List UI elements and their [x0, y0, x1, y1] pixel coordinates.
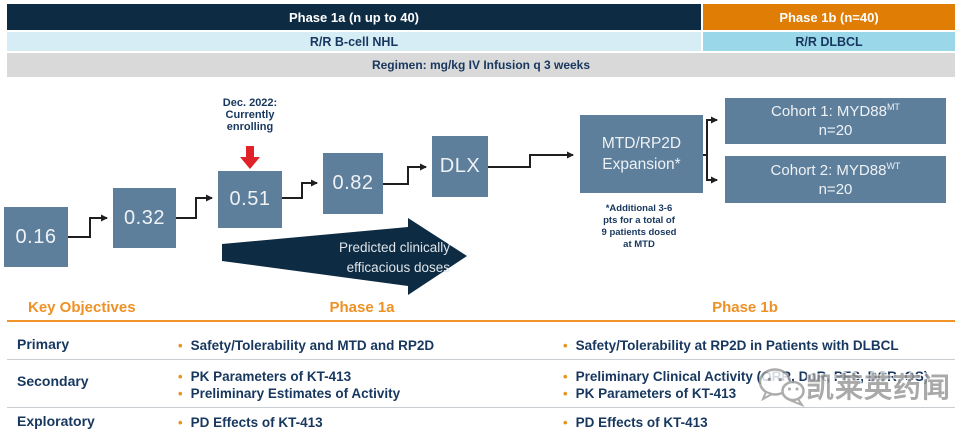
phase1b-header-bar: Phase 1b (n=40) [703, 4, 955, 30]
list-item: • PD Effects of KT-413 [178, 414, 548, 431]
list-item: • PK Parameters of KT-413 [178, 368, 548, 385]
row-label-exploratory: Exploratory [17, 413, 95, 429]
connector-082-dlx [383, 163, 427, 185]
enrollment-note: Dec. 2022: Currently enrolling [205, 97, 295, 133]
row-divider [7, 359, 955, 360]
secondary-phase1a-list: • PK Parameters of KT-413 • Preliminary … [178, 368, 548, 402]
connector-051-082 [282, 179, 318, 199]
dose-box-0.32: 0.32 [113, 188, 176, 248]
list-item: • Preliminary Estimates of Activity [178, 385, 548, 402]
cohort2-prefix: Cohort 2: MYD88 [770, 161, 887, 179]
footnote-line4: at MTD [623, 239, 655, 250]
bullet-icon: • [563, 338, 568, 353]
phase1a-population: R/R B-cell NHL [309, 34, 399, 49]
enrollment-note-line3: enrolling [226, 121, 274, 133]
enrollment-note-line2: Currently [225, 109, 275, 121]
cohort2-title: Cohort 2: MYD88WT [771, 161, 901, 180]
predicted-doses-line2: efficacious doses [346, 260, 450, 275]
row-label-primary: Primary [17, 336, 70, 352]
dose-box-0.16: 0.16 [4, 207, 68, 267]
phase1b-column-header: Phase 1b [712, 299, 778, 316]
dose-value: 0.32 [124, 206, 165, 229]
regimen-text: Regimen: mg/kg IV Infusion q 3 weeks [371, 58, 591, 72]
list-item: • Safety/Tolerability and MTD and RP2D [178, 337, 548, 354]
table-header-rule [7, 320, 955, 322]
objective-text: Preliminary Estimates of Activity [190, 386, 401, 401]
enrollment-note-line1: Dec. 2022: [222, 97, 278, 109]
connector-032-051 [176, 194, 213, 219]
dose-box-0.51: 0.51 [218, 171, 282, 228]
row-label-secondary: Secondary [17, 373, 89, 389]
objective-text: PK Parameters of KT-413 [575, 386, 737, 401]
primary-phase1a-list: • Safety/Tolerability and MTD and RP2D [178, 337, 548, 354]
dose-value: 0.16 [15, 225, 57, 248]
list-item: • Preliminary Clinical Activity (ORR, Do… [563, 368, 957, 385]
bullet-icon: • [178, 369, 183, 384]
regimen-bar: Regimen: mg/kg IV Infusion q 3 weeks [7, 53, 955, 77]
cohort2-box: Cohort 2: MYD88WT n=20 [725, 156, 946, 203]
bullet-icon: • [563, 415, 568, 430]
predicted-doses-line1: Predicted clinically [338, 240, 450, 255]
dose-value: 0.51 [229, 188, 271, 210]
predicted-doses-label: Predicted clinically efficacious doses [258, 238, 450, 278]
expansion-footnote: *Additional 3-6 pts for a total of 9 pat… [583, 203, 695, 251]
objective-text: Safety/Tolerability and MTD and RP2D [190, 338, 435, 353]
mtd-rp2d-expansion-box: MTD/RP2D Expansion* [580, 115, 703, 193]
enrollment-arrow-icon [240, 146, 260, 169]
cohort1-title: Cohort 1: MYD88MT [771, 102, 900, 121]
connector-dlx-mtd [488, 151, 574, 168]
phase1a-population-bar: R/R B-cell NHL [7, 32, 701, 51]
expansion-line1: MTD/RP2D [601, 135, 682, 152]
objective-text: PK Parameters of KT-413 [190, 369, 352, 384]
footnote-line2: pts for a total of [603, 215, 675, 226]
bullet-icon: • [178, 338, 183, 353]
dose-value: 0.82 [332, 172, 374, 194]
cohort1-box: Cohort 1: MYD88MT n=20 [725, 98, 946, 144]
cohort1-n: n=20 [818, 122, 853, 139]
secondary-phase1b-list: • Preliminary Clinical Activity (ORR, Do… [563, 368, 957, 402]
list-item: • Safety/Tolerability at RP2D in Patient… [563, 337, 957, 354]
expansion-line2: Expansion* [602, 156, 681, 173]
list-item: • PD Effects of KT-413 [563, 414, 957, 431]
predicted-doses-arrow [222, 218, 467, 295]
footnote-line1: *Additional 3-6 [605, 203, 673, 214]
primary-phase1b-list: • Safety/Tolerability at RP2D in Patient… [563, 337, 957, 354]
phase1b-population-bar: R/R DLBCL [703, 32, 955, 51]
key-objectives-header: Key Objectives [28, 299, 136, 316]
phase1a-title: Phase 1a (n up to 40) [288, 9, 420, 25]
objective-text: PD Effects of KT-413 [190, 415, 323, 430]
objective-text: PD Effects of KT-413 [575, 415, 708, 430]
row-divider [7, 407, 955, 408]
objective-text: Preliminary Clinical Activity (ORR, DoR,… [575, 369, 929, 384]
phase1b-population: R/R DLBCL [795, 34, 863, 49]
footnote-line3: 9 patients dosed [601, 227, 677, 238]
cohort1-prefix: Cohort 1: MYD88 [771, 103, 887, 120]
phase1a-column-header: Phase 1a [329, 299, 395, 316]
connector-016-032 [68, 214, 108, 238]
bullet-icon: • [178, 386, 183, 401]
bullet-icon: • [563, 369, 568, 384]
phase1b-title: Phase 1b (n=40) [779, 9, 879, 25]
dose-value: DLX [439, 155, 481, 177]
cohort1-superscript: MT [886, 102, 900, 112]
exploratory-phase1b-list: • PD Effects of KT-413 [563, 414, 957, 431]
list-item: • PK Parameters of KT-413 [563, 385, 957, 402]
objective-text: Safety/Tolerability at RP2D in Patients … [575, 338, 899, 353]
cohort2-n: n=20 [818, 180, 853, 198]
phase1a-header-bar: Phase 1a (n up to 40) [7, 4, 701, 30]
bullet-icon: • [178, 415, 183, 430]
dose-box-0.82: 0.82 [323, 153, 383, 214]
bullet-icon: • [563, 386, 568, 401]
dose-box-dlx: DLX [432, 136, 488, 197]
cohort2-superscript: WT [886, 160, 901, 171]
exploratory-phase1a-list: • PD Effects of KT-413 [178, 414, 548, 431]
